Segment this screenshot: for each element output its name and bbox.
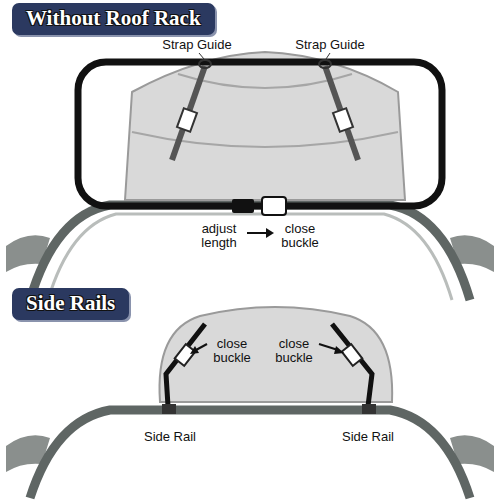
strap (332, 324, 372, 406)
buckle-female (262, 197, 286, 215)
strap-buckle (333, 108, 353, 132)
car-roof (30, 410, 470, 498)
arrow-line (319, 344, 338, 350)
leader-line (326, 53, 330, 59)
strap-loop (78, 62, 442, 206)
title-banner: Without Roof Rack (12, 3, 215, 35)
side-strap (325, 66, 358, 160)
arrow-head (190, 346, 199, 354)
text-label: close buckle (274, 222, 326, 251)
cargo-bag (125, 52, 405, 200)
side-rail (162, 404, 176, 414)
banner-text: Side Rails (26, 291, 115, 316)
strap-buckle (177, 108, 197, 132)
text-label: Side Rail (130, 430, 210, 444)
strap-buckle (342, 344, 363, 366)
side-strap (172, 66, 205, 160)
arrow-head (266, 228, 274, 238)
text-label: Strap Guide (152, 38, 242, 52)
strap-guide (319, 60, 331, 68)
strap-guide (199, 60, 211, 68)
arrow-line (247, 232, 266, 234)
arrow-line (196, 344, 207, 350)
side-rail (362, 404, 376, 414)
text-label: Side Rail (328, 430, 408, 444)
text-label: close buckle (269, 337, 319, 366)
bag-seam (132, 132, 398, 147)
banner-text: Without Roof Rack (26, 6, 201, 31)
strap-buckle (175, 344, 196, 366)
title-banner: Side Rails (12, 288, 129, 320)
arrow-head (334, 346, 344, 354)
car-roof (30, 205, 470, 300)
text-label: Strap Guide (285, 38, 375, 52)
leader-line (199, 53, 204, 59)
buckle-male (232, 199, 254, 213)
text-label: close buckle (207, 337, 257, 366)
text-label: adjust length (193, 222, 245, 251)
cargo-bag (160, 307, 393, 402)
strap (166, 324, 205, 406)
